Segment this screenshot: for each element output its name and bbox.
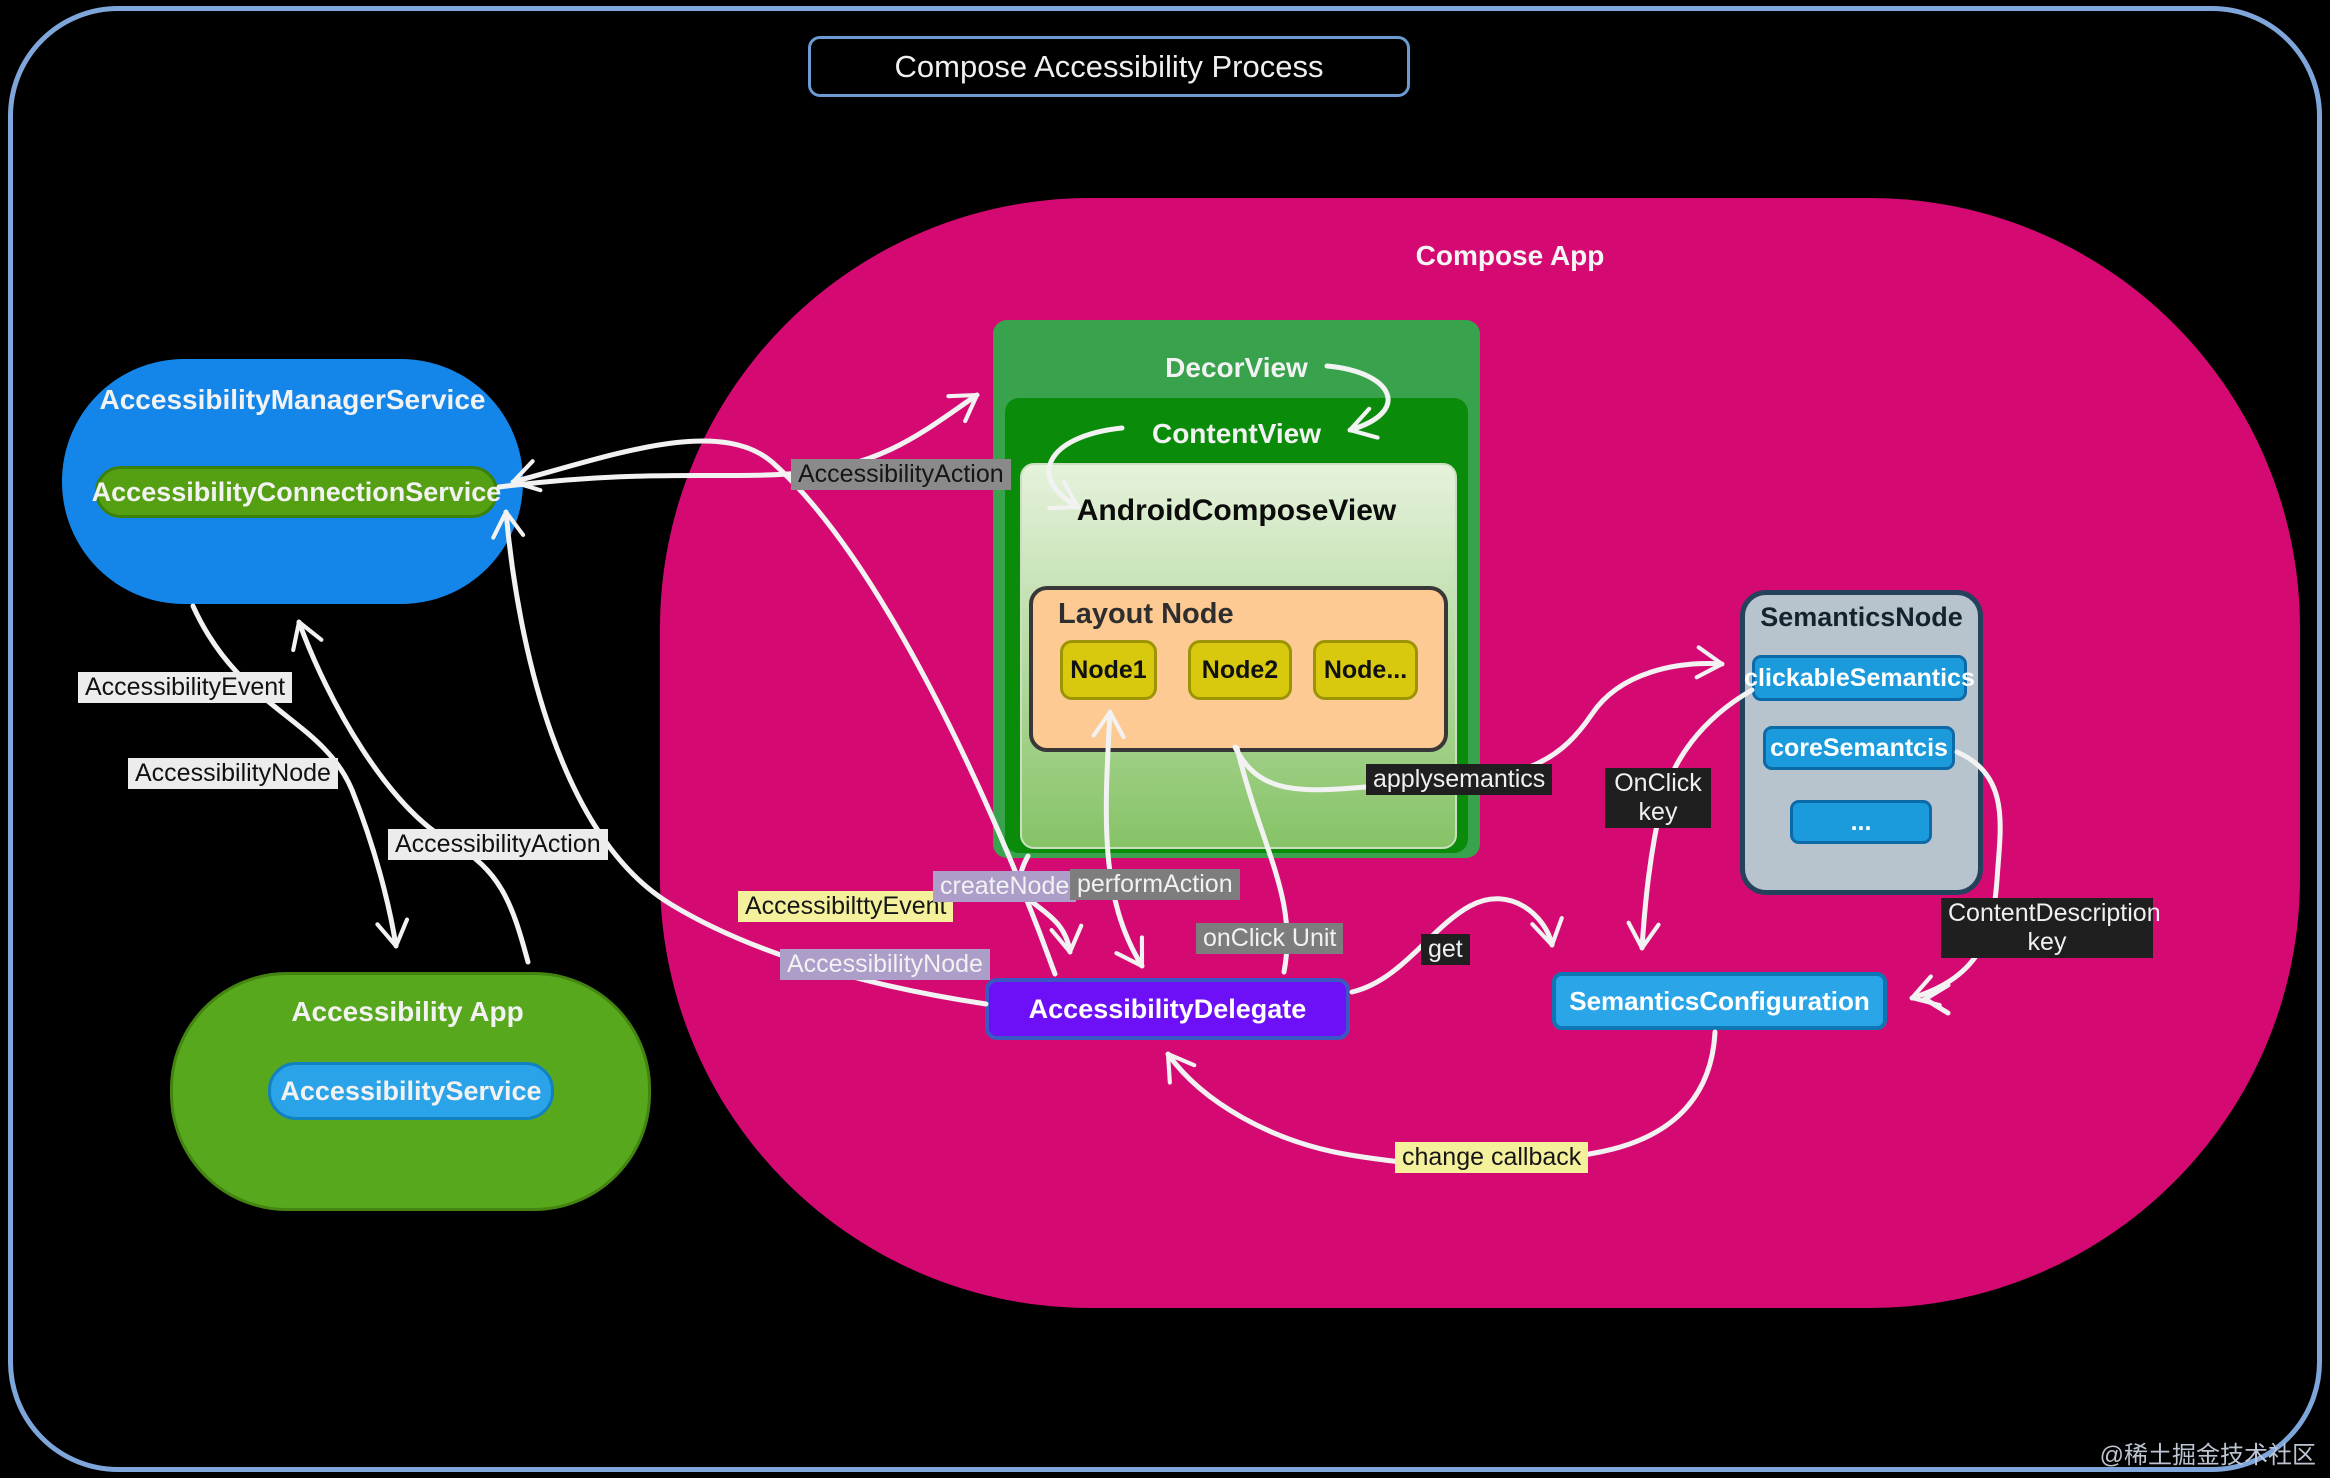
label-accessibility-event: AccessibilityEvent: [78, 672, 293, 703]
accessibility-service-pill: AccessibilityService: [268, 1062, 554, 1120]
compose-app-title: Compose App: [1415, 240, 1605, 271]
diagram-title: Compose Accessibility Process: [808, 36, 1410, 97]
arrow-content-description: [1909, 749, 2003, 1008]
node-more: Node...: [1313, 640, 1418, 700]
connection-service-pill: AccessibilityConnectionService: [92, 466, 501, 518]
label-onclick-unit: onClick Unit: [1196, 923, 1344, 954]
label-accessibiltty-event: AccessibilttyEvent: [738, 891, 954, 922]
semantics-node-title: SemanticsNode: [1760, 602, 1963, 632]
content-view-title: ContentView: [1151, 418, 1322, 449]
decor-view-title: DecorView: [1165, 352, 1308, 383]
label-content-description-key: ContentDescription key: [1941, 898, 2161, 958]
arrow-delegate-to-connection-upper: [510, 438, 1058, 977]
label-change-callback: change callback: [1395, 1142, 1589, 1173]
label-get: get: [1421, 934, 1470, 965]
arrow-get: [1349, 896, 1564, 995]
layout-node-title: Layout Node: [1058, 598, 1234, 630]
accessibility-delegate-box: AccessibilityDelegate: [985, 978, 1350, 1040]
manager-service-title: AccessibilityManagerService: [99, 384, 486, 415]
label-accessibility-action: AccessibilityAction: [388, 829, 608, 860]
label-create-node: createNode: [933, 871, 1077, 902]
node2: Node2: [1188, 640, 1292, 700]
more-semantics-button: ...: [1790, 800, 1932, 844]
arrow-app-to-manager: [291, 619, 531, 965]
arrow-delegate-to-connection-lower: [491, 509, 989, 1007]
accessibility-app-blob: [170, 972, 651, 1211]
label-accessibility-node-pink: AccessibilityNode: [780, 949, 990, 980]
arrow-perform-action: [1091, 709, 1145, 969]
label-onclick-key: OnClick key: [1605, 768, 1711, 828]
label-perform-action: performAction: [1070, 869, 1240, 900]
label-accessibility-node: AccessibilityNode: [128, 758, 338, 789]
core-semantics-button: coreSemantcis: [1763, 726, 1955, 770]
node1: Node1: [1060, 640, 1157, 700]
label-apply-semantics: applysemantics: [1366, 764, 1553, 795]
arrow-content-description-second-chevron: [1920, 982, 1951, 1016]
arrow-contentview-to-composeview: [1046, 425, 1125, 511]
compose-app-blob: [660, 198, 2300, 1308]
watermark: @稀土掘金技术社区: [2099, 1442, 2316, 1469]
android-compose-view-title: AndroidComposeView: [1076, 494, 1397, 527]
clickable-semantics-button: clickableSemantics: [1744, 655, 1975, 701]
arrow-decorview-to-contentview: [1324, 363, 1391, 440]
semantics-configuration-box: SemanticsConfiguration: [1552, 972, 1887, 1030]
accessibility-app-title: Accessibility App: [291, 996, 524, 1027]
label-accessibility-action-pink: AccessibilityAction: [791, 459, 1011, 490]
